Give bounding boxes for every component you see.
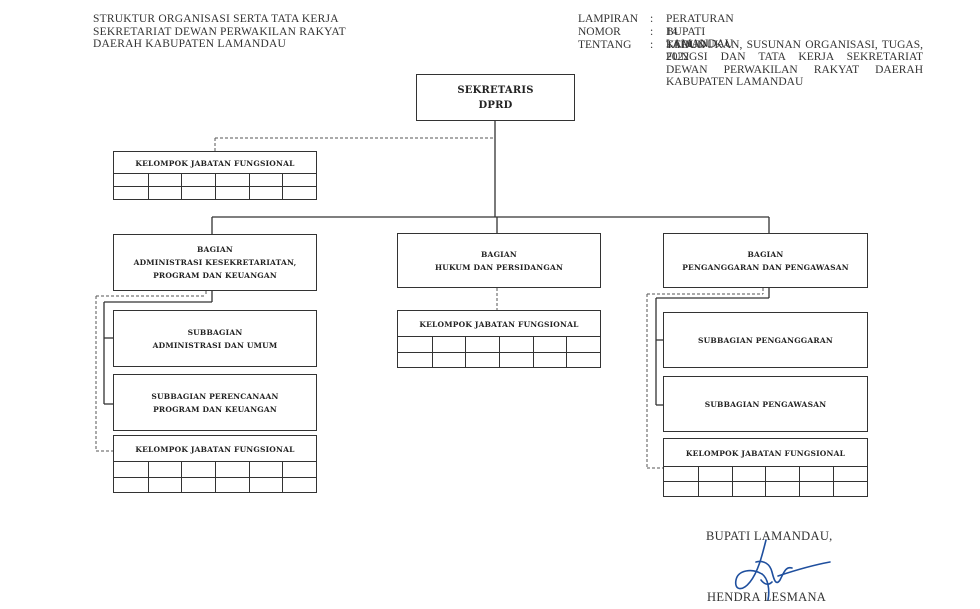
kjf-middle-box: KELOMPOK JABATAN FUNGSIONAL	[397, 310, 601, 368]
bagian-penganggaran-box: BAGIAN PENGANGGARAN DAN PENGAWASAN	[663, 233, 868, 288]
tentang-line: FUNGSI DAN TATA KERJA SEKRETARIAT	[666, 51, 923, 64]
title-line: SEKRETARIAT DEWAN PERWAKILAN RAKYAT	[93, 25, 346, 38]
box-line: SUBBAGIAN PENGAWASAN	[704, 399, 827, 409]
signature-name: HENDRA LESMANA	[707, 590, 827, 604]
subbagian-administrasi-umum-box: SUBBAGIAN ADMINISTRASI DAN UMUM	[113, 310, 317, 367]
signature-title: BUPATI LAMANDAU,	[706, 529, 833, 543]
bagian-hukum-box: BAGIAN HUKUM DAN PERSIDANGAN	[397, 233, 601, 288]
nomor-value: 14 TAHUN 2022	[666, 26, 706, 63]
box-line: SUBBAGIAN PERENCANAAN	[151, 391, 279, 401]
box-line: BAGIAN	[481, 249, 517, 259]
tentang-label: TENTANG	[578, 39, 632, 51]
box-line: BAGIAN	[747, 249, 784, 259]
lampiran-label: LAMPIRAN	[578, 13, 639, 25]
title-line: STRUKTUR ORGANISASI SERTA TATA KERJA	[93, 13, 339, 25]
kjf-top-box: KELOMPOK JABATAN FUNGSIONAL	[113, 151, 317, 200]
tentang-line: DEWAN PERWAKILAN RAKYAT DAERAH	[666, 63, 923, 76]
kjf-title: KELOMPOK JABATAN FUNGSIONAL	[135, 445, 295, 454]
kjf-left-box: KELOMPOK JABATAN FUNGSIONAL	[113, 435, 317, 493]
box-line: HUKUM DAN PERSIDANGAN	[434, 262, 564, 272]
document-title: STRUKTUR ORGANISASI SERTA TATA KERJA SEK…	[93, 13, 346, 51]
box-line: PROGRAM DAN KEUANGAN	[153, 271, 277, 280]
subbagian-perencanaan-box: SUBBAGIAN PERENCANAAN PROGRAM DAN KEUANG…	[113, 374, 317, 431]
kjf-grid	[398, 336, 600, 367]
kjf-grid	[114, 173, 316, 199]
box-line: PENGANGGARAN DAN PENGAWASAN	[682, 262, 849, 272]
nomor-colon: :	[650, 26, 654, 38]
box-line: SUBBAGIAN PENGANGGARAN	[698, 335, 833, 345]
kjf-title: KELOMPOK JABATAN FUNGSIONAL	[685, 449, 846, 458]
subbagian-penganggaran-box: SUBBAGIAN PENGANGGARAN	[663, 312, 868, 368]
lampiran-value: PERATURAN BUPATI LAMANDAU	[666, 13, 734, 50]
box-line: ADMINISTRASI DAN UMUM	[152, 340, 278, 350]
box-line: BAGIAN	[197, 245, 233, 254]
kjf-right-box: KELOMPOK JABATAN FUNGSIONAL	[663, 438, 868, 497]
subbagian-pengawasan-box: SUBBAGIAN PENGAWASAN	[663, 376, 868, 432]
kjf-title: KELOMPOK JABATAN FUNGSIONAL	[135, 159, 295, 168]
box-line: SUBBAGIAN	[187, 327, 243, 337]
tentang-colon: :	[650, 39, 654, 51]
kjf-grid	[114, 461, 316, 492]
sekretaris-dprd-box: SEKRETARIS DPRD	[416, 74, 575, 121]
tentang-value: KEDUDUKAN, SUSUNAN ORGANISASI, TUGAS, FU…	[666, 39, 923, 88]
box-line: ADMINISTRASI KESEKRETARIATAN,	[133, 258, 297, 267]
box-line: PROGRAM DAN KEUANGAN	[153, 404, 277, 414]
kjf-grid	[664, 466, 867, 496]
nomor-label: NOMOR	[578, 26, 621, 38]
tentang-line: KABUPATEN LAMANDAU	[666, 75, 804, 88]
box-line: SEKRETARIS	[457, 84, 534, 96]
title-line: DAERAH KABUPATEN LAMANDAU	[93, 38, 287, 50]
signature-scribble-icon	[734, 539, 831, 601]
tentang-line: KEDUDUKAN, SUSUNAN ORGANISASI, TUGAS,	[666, 39, 923, 51]
bagian-administrasi-box: BAGIAN ADMINISTRASI KESEKRETARIATAN, PRO…	[113, 234, 317, 291]
lampiran-colon: :	[650, 13, 654, 25]
kjf-title: KELOMPOK JABATAN FUNGSIONAL	[419, 320, 579, 329]
box-line: DPRD	[478, 99, 513, 111]
